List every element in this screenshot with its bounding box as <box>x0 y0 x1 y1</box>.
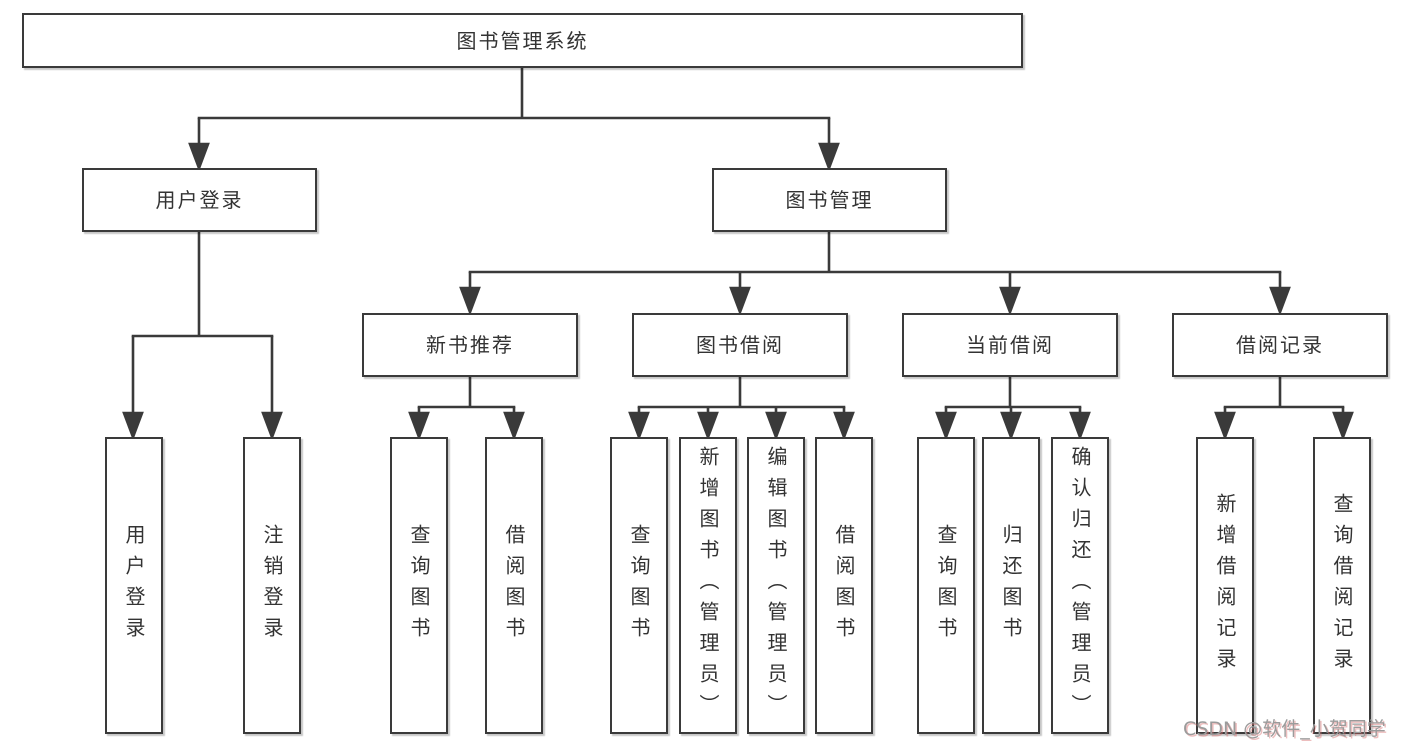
node-label: 借阅图书 <box>502 523 526 648</box>
arrow-down-icon <box>1000 411 1022 441</box>
arrow-down-icon <box>188 142 210 172</box>
arrow-down-icon <box>765 411 787 441</box>
arrow-down-icon <box>818 142 840 172</box>
leaf-query-borrow-record: 查询借阅记录 <box>1313 437 1371 734</box>
arrow-down-icon <box>729 286 751 316</box>
arrow-down-icon <box>122 411 144 441</box>
arrow-down-icon <box>697 411 719 441</box>
arrow-down-icon <box>935 411 957 441</box>
arrow-down-icon <box>408 411 430 441</box>
leaf-query-books-current: 查询图书 <box>917 437 975 734</box>
arrow-down-icon <box>261 411 283 441</box>
tree-connectors <box>122 68 1354 441</box>
leaf-logout: 注销登录 <box>243 437 301 734</box>
leaf-edit-books-admin: 编辑图书（管理员） <box>747 437 805 734</box>
leaf-query-books-borrow: 查询图书 <box>610 437 668 734</box>
arrow-down-icon <box>459 286 481 316</box>
node-label: 新增借阅记录 <box>1213 492 1237 679</box>
node-new-book-recommend: 新书推荐 <box>362 313 578 377</box>
leaf-add-books-admin: 新增图书（管理员） <box>679 437 737 734</box>
node-label: 图书借阅 <box>696 333 784 357</box>
node-label: 新书推荐 <box>426 333 514 357</box>
leaf-query-books-recommend: 查询图书 <box>390 437 448 734</box>
node-label: 查询图书 <box>627 523 651 648</box>
node-book-management: 图书管理 <box>712 168 947 232</box>
node-label: 查询借阅记录 <box>1330 492 1354 679</box>
arrow-down-icon <box>1332 411 1354 441</box>
node-label: 当前借阅 <box>966 333 1054 357</box>
node-label: 查询图书 <box>407 523 431 648</box>
node-system-root: 图书管理系统 <box>22 13 1023 68</box>
leaf-confirm-return-admin: 确认归还（管理员） <box>1051 437 1109 734</box>
leaf-borrow-books-recommend: 借阅图书 <box>485 437 543 734</box>
arrow-down-icon <box>628 411 650 441</box>
csdn-watermark: CSDN @软件_小贺同学 <box>1183 718 1386 740</box>
node-current-borrow: 当前借阅 <box>902 313 1118 377</box>
arrow-down-icon <box>833 411 855 441</box>
node-label: 新增图书（管理员） <box>696 446 720 725</box>
node-label: 归还图书 <box>999 523 1023 648</box>
node-label: 确认归还（管理员） <box>1068 446 1092 725</box>
arrow-down-icon <box>1214 411 1236 441</box>
node-label: 查询图书 <box>934 523 958 648</box>
node-label: 注销登录 <box>260 523 284 648</box>
node-user-login: 用户登录 <box>82 168 317 232</box>
arrow-down-icon <box>503 411 525 441</box>
node-label: 借阅图书 <box>832 523 856 648</box>
node-label: 编辑图书（管理员） <box>764 446 788 725</box>
leaf-return-books: 归还图书 <box>982 437 1040 734</box>
leaf-borrow-books: 借阅图书 <box>815 437 873 734</box>
leaf-add-borrow-record: 新增借阅记录 <box>1196 437 1254 734</box>
node-label: 用户登录 <box>122 523 146 648</box>
arrow-down-icon <box>1269 286 1291 316</box>
node-label: 图书管理系统 <box>456 28 589 53</box>
leaf-user-login: 用户登录 <box>105 437 163 734</box>
node-borrow-records: 借阅记录 <box>1172 313 1388 377</box>
arrow-down-icon <box>999 286 1021 316</box>
node-book-borrow: 图书借阅 <box>632 313 848 377</box>
node-label: 图书管理 <box>785 188 874 212</box>
arrow-down-icon <box>1069 411 1091 441</box>
node-label: 用户登录 <box>155 188 244 212</box>
node-label: 借阅记录 <box>1236 333 1324 357</box>
